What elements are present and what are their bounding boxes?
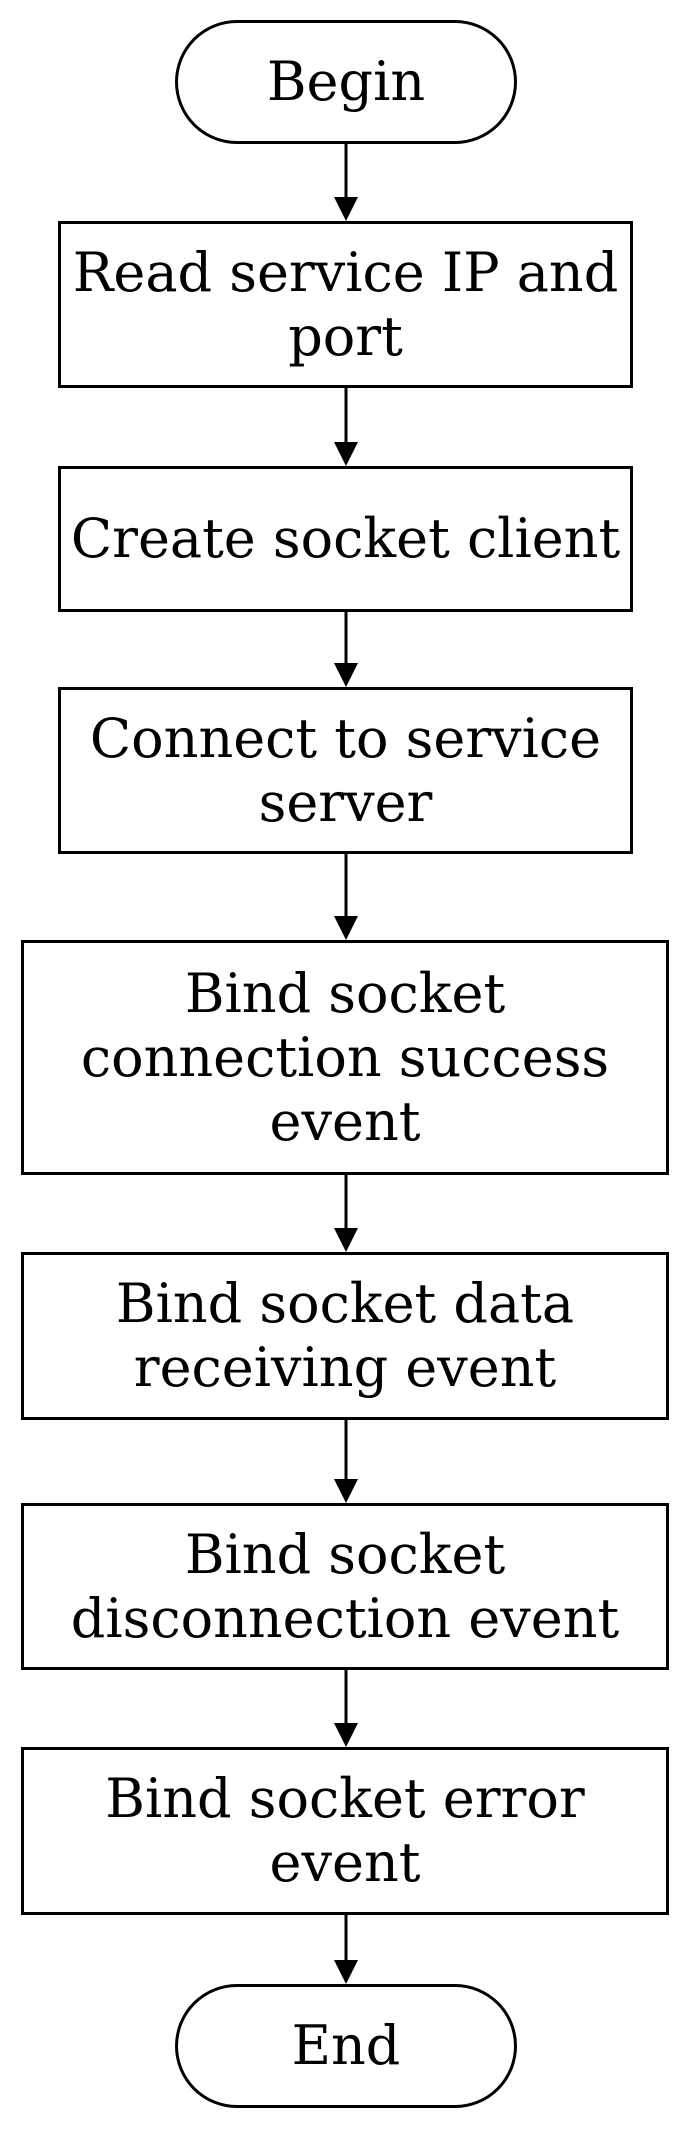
arrowhead-connect-to-success xyxy=(334,916,358,940)
create-socket-client-step: Create socket client xyxy=(58,466,633,612)
bind-data-receiving-step: Bind socket data receiving event xyxy=(21,1252,669,1420)
bind-error-event-label: Bind socket error event xyxy=(105,1767,585,1894)
bind-disconnection-label: Bind socket disconnection event xyxy=(70,1522,620,1650)
end-terminal: End xyxy=(175,1984,517,2108)
arrowhead-data-to-disconnect xyxy=(334,1479,358,1503)
bind-connection-success-step: Bind socket connection success event xyxy=(21,940,669,1175)
begin-terminal: Begin xyxy=(175,20,517,144)
bind-data-receiving-label: Bind socket data receiving event xyxy=(115,1272,575,1399)
bind-connection-success-label: Bind socket connection success event xyxy=(80,961,610,1153)
create-socket-client-label: Create socket client xyxy=(70,507,621,570)
bind-error-event-step: Bind socket error event xyxy=(21,1747,669,1915)
begin-label: Begin xyxy=(266,50,426,113)
arrowhead-disconnect-to-error xyxy=(334,1723,358,1747)
connect-service-server-step: Connect to service server xyxy=(58,687,633,854)
connect-service-server-label: Connect to service server xyxy=(89,706,602,834)
read-service-ip-port-label: Read service IP and port xyxy=(72,240,619,368)
arrowhead-create-to-connect xyxy=(334,663,358,687)
arrowhead-error-to-end xyxy=(334,1960,358,1984)
arrowhead-read-to-create xyxy=(334,442,358,466)
read-service-ip-port-step: Read service IP and port xyxy=(58,221,633,388)
arrowhead-begin-to-read xyxy=(334,197,358,221)
arrowhead-success-to-data xyxy=(334,1228,358,1252)
end-label: End xyxy=(291,2014,401,2077)
bind-disconnection-step: Bind socket disconnection event xyxy=(21,1503,669,1670)
